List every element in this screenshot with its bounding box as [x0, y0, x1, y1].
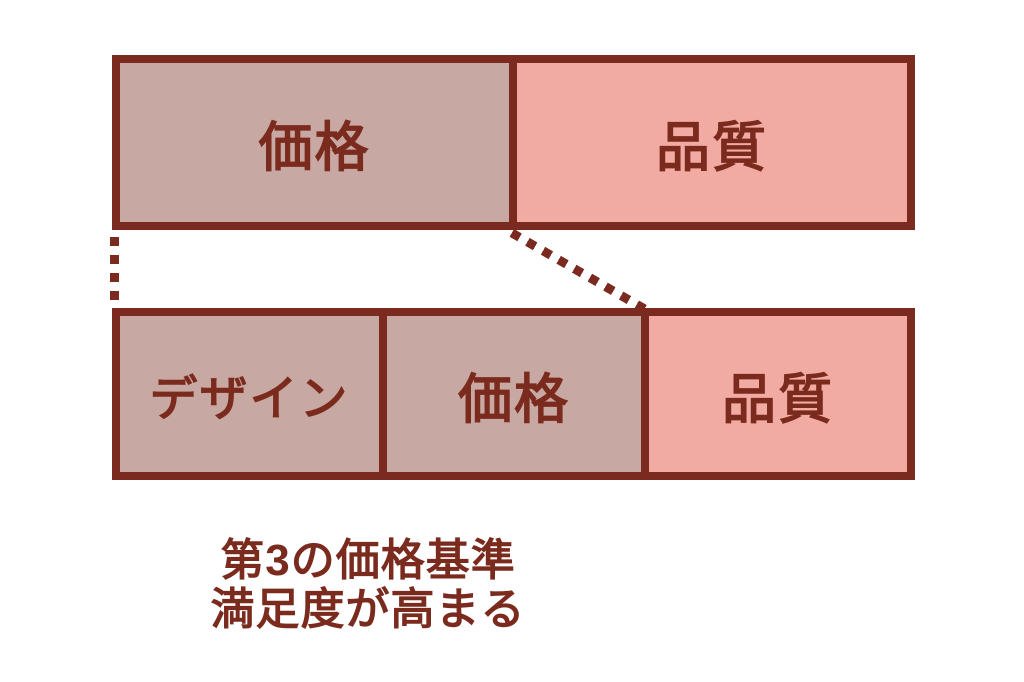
caption-line-2: 満足度が高まる: [210, 585, 526, 635]
bottom-bar-segment-price: 価格: [387, 316, 649, 472]
caption-line-1: 第3の価格基準: [220, 536, 516, 585]
segment-label-quality: 品質: [656, 118, 768, 178]
dotted-connector-diagonal: [509, 229, 648, 314]
segment-label-design: デザイン: [149, 373, 350, 426]
top-bar-segment-price: 価格: [120, 63, 517, 222]
bottom-bar-segment-quality: 品質: [649, 316, 907, 472]
bottom-bar: デザイン 価格 品質: [112, 308, 915, 480]
top-bar: 価格 品質: [112, 55, 915, 230]
segment-label-price: 価格: [258, 118, 371, 178]
segment-label-price-bottom: 価格: [458, 369, 570, 430]
segment-label-quality-bottom: 品質: [722, 369, 834, 430]
dotted-connector-left: [110, 237, 119, 307]
caption: 第3の価格基準 満足度が高まる: [128, 536, 608, 635]
top-bar-segment-quality: 品質: [517, 63, 907, 222]
bottom-bar-segment-design: デザイン: [120, 316, 387, 472]
